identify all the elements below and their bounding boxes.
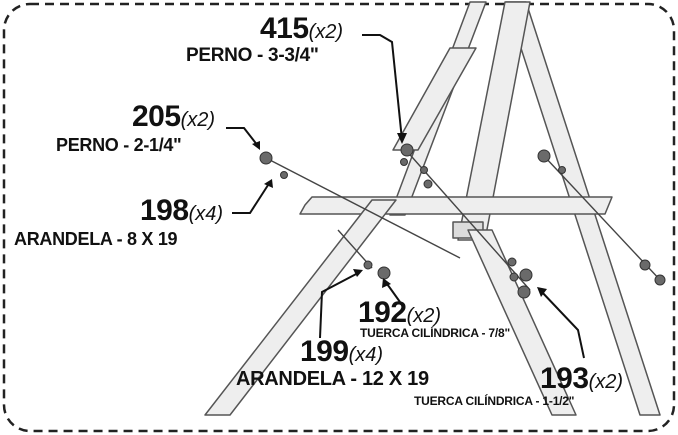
callout-192-description: TUERCA CILÍNDRICA - 7/8" [360,326,511,340]
washer-415-b [420,166,428,174]
washer-199 [363,260,373,270]
leader-205 [226,127,259,147]
bolt-head-205 [259,151,273,165]
part-number: 192 [358,296,407,329]
callout-199-description: ARANDELA - 12 X 19 [236,368,429,390]
callout-193: 193(x2) [540,364,623,394]
part-number: 415 [260,12,309,45]
callout-199: 199(x4) [300,337,383,367]
frame-front-leg-right-lower [467,229,577,416]
part-number: 198 [140,194,189,227]
callout-205-description: PERNO - 2-1/4" [56,135,182,155]
arrow-199 [353,269,363,277]
part-number: 205 [132,100,181,133]
callout-415-description: PERNO - 3-3/4" [186,45,319,66]
washer-415-c [423,179,433,189]
part-quantity: (x4) [348,344,384,366]
part-quantity: (x4) [188,203,224,225]
bolt-head-right [537,149,551,163]
part-quantity: (x2) [308,21,344,43]
arrow-192 [382,278,391,288]
callout-415: 415(x2) [260,14,343,44]
leader-193 [539,289,585,359]
leader-198 [232,181,271,214]
callout-205: 205(x2) [132,102,215,132]
arrow-198 [264,179,273,188]
callout-192: 192(x2) [358,298,441,328]
part-number: 193 [540,362,589,395]
washer-198 [280,171,288,179]
washer-right [558,166,566,174]
arrow-415 [397,133,407,144]
arrow-193 [537,287,547,297]
frame-front-leg-left-upper [392,47,477,151]
part-quantity: (x2) [180,109,216,131]
nut-193-b [517,285,531,299]
bolt-head-far-right [639,259,651,271]
bolt-head-415 [400,143,414,157]
bolt-line-left [265,157,461,259]
washer-415-a [400,158,408,166]
part-quantity: (x2) [406,305,442,327]
frame-front-leg-left-lower [204,199,397,416]
callout-198: 198(x4) [140,196,223,226]
washer-199-b [507,257,517,267]
nut-192 [377,266,391,280]
nut-193 [519,268,533,282]
callout-198-description: ARANDELA - 8 X 19 [14,229,178,249]
washer-far-right [654,274,666,286]
leader-199 [319,271,361,339]
leader-415 [362,34,403,141]
part-quantity: (x2) [588,371,624,393]
arrow-205 [252,141,260,150]
callout-193-description: TUERCA CILÍNDRICA - 1-1/2" [414,394,575,408]
washer-193-a [509,272,519,282]
part-number: 199 [300,335,349,368]
